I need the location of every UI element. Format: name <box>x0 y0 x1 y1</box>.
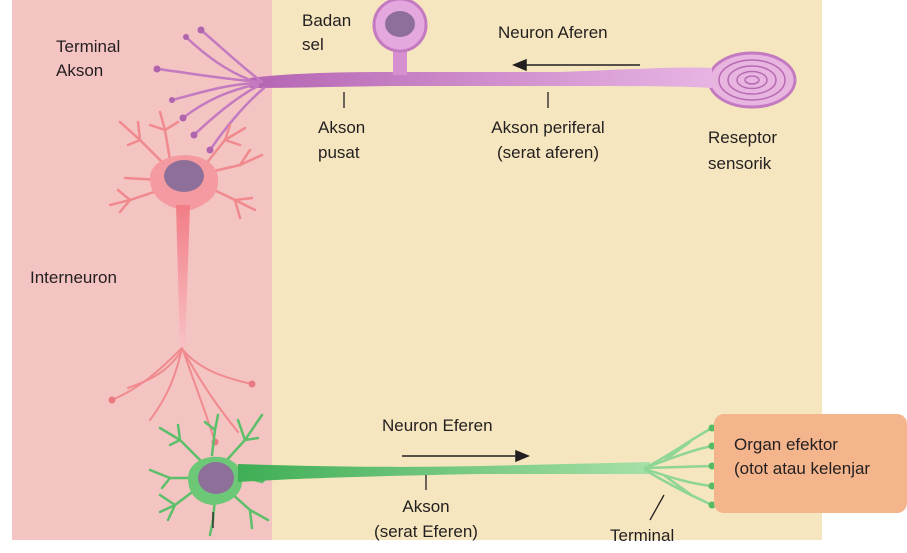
efferent-terminal-knobs <box>708 424 716 509</box>
peripheral-axon-label-line2: (serat aferen) <box>497 143 599 162</box>
interneuron-label: Interneuron <box>30 268 117 287</box>
cns-region <box>12 0 272 540</box>
effector-organ-label-line1: Organ efektor <box>734 435 838 454</box>
central-axon-label-line2: pusat <box>318 143 360 162</box>
afferent-neuron <box>153 0 797 154</box>
efferent-terminals <box>643 426 714 507</box>
sensory-receptor-label-line1: Reseptor <box>708 128 777 147</box>
afferent-axon <box>250 67 712 88</box>
interneuron-axon <box>176 205 190 350</box>
afferent-cell-body <box>372 0 428 53</box>
effector-organ <box>714 414 907 513</box>
afferent-neuron-label: Neuron Aferen <box>498 23 608 42</box>
arrow-left-icon <box>512 58 640 72</box>
efferent-neuron <box>148 413 716 537</box>
leader-lines <box>212 92 665 528</box>
efferent-neuron-label: Neuron Eferen <box>382 416 493 435</box>
efferent-axon <box>238 462 650 482</box>
effector-organ-label-line2: (otot atau kelenjar <box>734 459 870 478</box>
axon-terminal-label-line1: Terminal <box>56 37 120 56</box>
central-axon-label-line1: Akson <box>318 118 365 137</box>
interneuron-terminals <box>111 347 253 443</box>
peripheral-axon-label-line1: Akson periferal <box>491 118 604 137</box>
terminal-label: Terminal <box>610 526 674 545</box>
efferent-axon-label-line1: Akson <box>402 497 449 516</box>
afferent-axon-terminals <box>156 28 266 152</box>
interneuron-dendrites <box>108 110 264 220</box>
sensory-receptor-icon <box>707 51 797 109</box>
efferent-axon-label-line2: (serat Eferen) <box>374 522 478 541</box>
cell-body-label-line1: Badan <box>302 11 351 30</box>
efferent-nucleus <box>198 462 234 494</box>
interneuron <box>108 110 264 446</box>
interneuron-nucleus <box>164 160 204 192</box>
axon-terminal-label-line2: Akson <box>56 61 103 80</box>
arrow-right-icon <box>402 449 530 463</box>
cell-body-label-line2: sel <box>302 35 324 54</box>
sensory-receptor-label-line2: sensorik <box>708 154 772 173</box>
afferent-terminal-knobs <box>153 26 214 154</box>
